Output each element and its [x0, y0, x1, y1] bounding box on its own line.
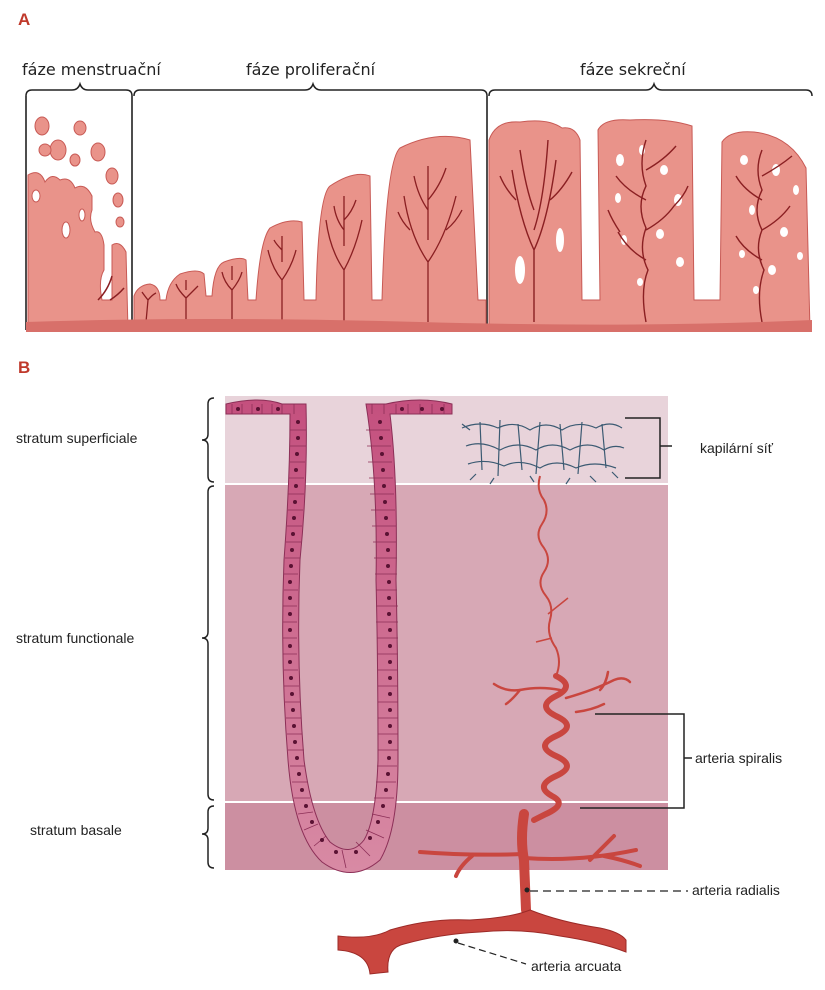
arcuate-artery [338, 910, 626, 974]
band-basale [225, 803, 668, 870]
proliferative-tissue [134, 136, 486, 330]
phase-brackets [26, 84, 812, 96]
layer-brackets [202, 398, 214, 868]
panel-a [26, 84, 812, 332]
arcuata-leader [458, 943, 526, 964]
radial-artery [522, 814, 526, 910]
panel-b [202, 396, 692, 974]
